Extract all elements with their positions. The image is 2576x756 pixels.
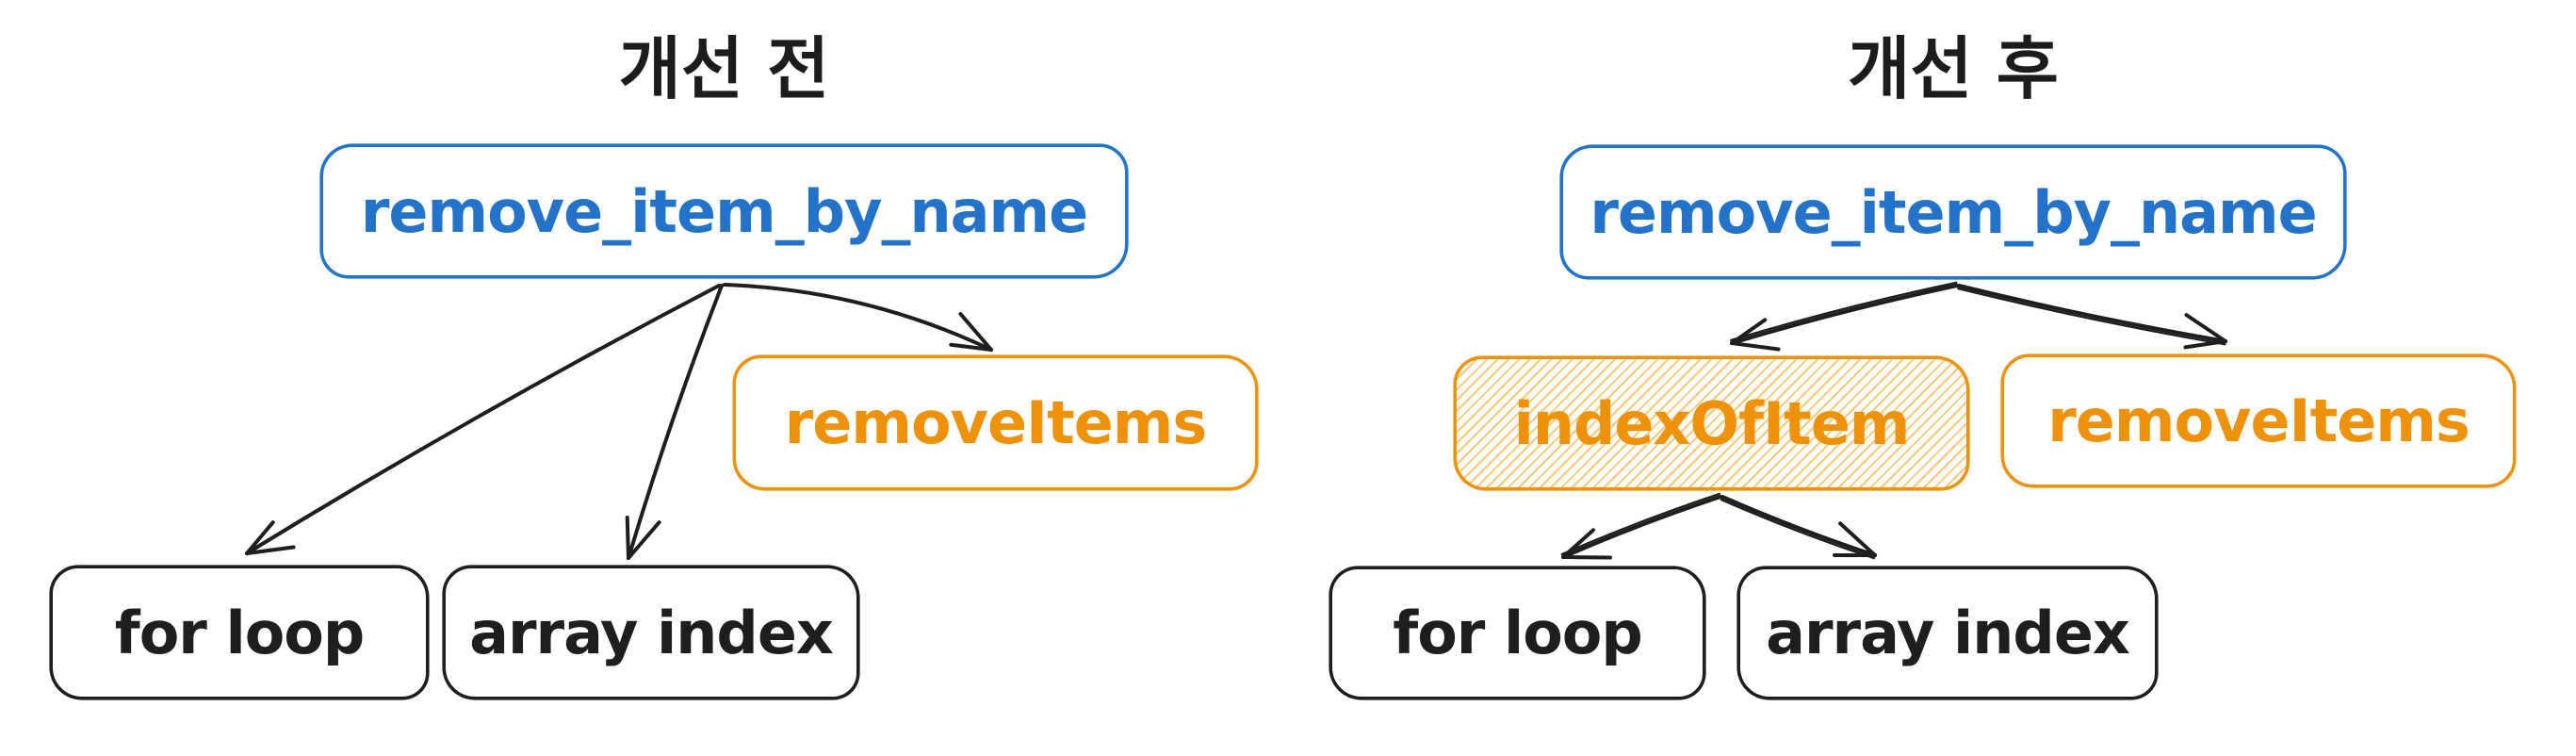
node-label: remove_item_by_name (360, 176, 1088, 246)
node-for-loop-after: for loop (1329, 567, 1705, 699)
arrow-root-to-removeItems (723, 283, 993, 352)
arrow-root-to-arrayIndex (625, 284, 724, 560)
node-array-index-before: array index (443, 566, 859, 699)
node-label: array index (1766, 599, 2130, 667)
arrow-indexOfItem-to-arrayIndex2 (1720, 495, 1877, 560)
node-remove-item-by-name-after: remove_item_by_name (1560, 145, 2346, 279)
node-for-loop-before: for loop (50, 566, 429, 699)
node-removeitems-after: removeItems (2001, 354, 2516, 487)
node-label: for loop (1393, 599, 1643, 667)
node-indexofitem-after: indexOfItem (1454, 356, 1969, 490)
node-array-index-after: array index (1737, 567, 2158, 699)
diagram-title-before: 개선 전 (618, 29, 830, 108)
diagram-title-after: 개선 후 (1848, 29, 2059, 108)
node-label: remove_item_by_name (1590, 177, 2317, 247)
node-label: removeItems (784, 388, 1208, 457)
node-label: for loop (114, 598, 366, 667)
arrow-indexOfItem-to-forLoop2 (1560, 492, 1722, 560)
arrow-root2-to-removeItems2 (1957, 284, 2227, 350)
arrow-root2-to-indexOfItem (1730, 281, 1959, 352)
node-label: removeItems (2047, 386, 2470, 455)
node-label: indexOfItem (1513, 388, 1911, 458)
arrow-root-to-forLoop (245, 284, 721, 555)
node-remove-item-by-name-before: remove_item_by_name (320, 144, 1128, 278)
node-removeitems-before: removeItems (733, 355, 1258, 490)
node-label: array index (469, 598, 834, 667)
